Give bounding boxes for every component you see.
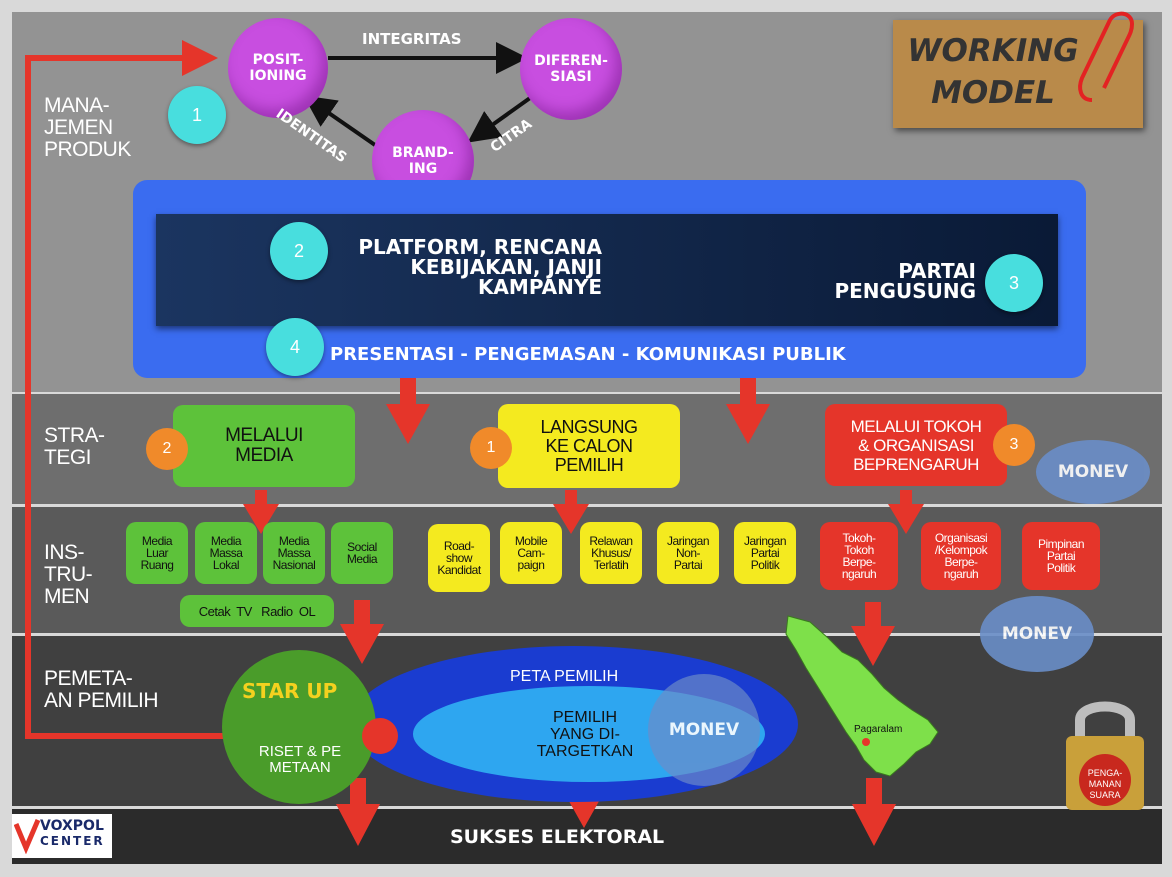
peta-pemilih-label: PETA PEMILIH <box>510 668 619 685</box>
instrumen-media-item-2: Media Massa Lokal <box>195 522 257 584</box>
presentasi-text: PRESENTASI - PENGEMASAN - KOMUNIKASI PUB… <box>330 344 846 365</box>
instrumen-langsung-item-5: Jaringan Partai Politik <box>734 522 796 584</box>
instrumen-tokoh-item-1: Tokoh- Tokoh Berpe- ngaruh <box>820 522 898 590</box>
strategi-langsung-number: 1 <box>470 427 512 469</box>
integritas-label: INTEGRITAS <box>362 30 462 48</box>
instrumen-langsung-item-4: Jaringan Non- Partai <box>657 522 719 584</box>
sukses-elektoral-label: SUKSES ELEKTORAL <box>450 826 665 848</box>
step-number-1: 1 <box>168 86 226 144</box>
diferensiasi-node: DIFEREN- SIASI <box>520 18 622 120</box>
strategi-tokoh-number: 3 <box>993 424 1035 466</box>
map-label: Pagaralam <box>854 724 903 735</box>
instrumen-langsung-item-1: Road- show Kandidat <box>428 524 490 592</box>
star-up-circle <box>222 650 376 804</box>
voxpol-logo-bottom: CENTER <box>40 834 105 848</box>
strategi-media-box: MELALUI MEDIA <box>173 405 355 487</box>
instrumen-media-item-1: Media Luar Ruang <box>126 522 188 584</box>
section-label-instrumen: INS- TRU- MEN <box>44 541 93 608</box>
instrumen-media-item-4: Social Media <box>331 522 393 584</box>
step-number-2: 2 <box>270 222 328 280</box>
strategi-langsung-box: LANGSUNG KE CALON PEMILIH <box>498 404 680 488</box>
pemilih-target-label: PEMILIH YANG DI- TARGETKAN <box>536 709 634 760</box>
working-model-title: WORKING MODEL <box>907 33 1079 111</box>
start-dot <box>362 718 398 754</box>
instrumen-langsung-item-2: Mobile Cam- paign <box>500 522 562 584</box>
instrumen-tokoh-item-3: Pimpinan Partai Politik <box>1022 522 1100 590</box>
positioning-node: POSIT- IONING <box>228 18 328 118</box>
star-up-label: STAR UP <box>242 679 338 703</box>
riset-label: RISET & PE METAAN <box>258 743 342 776</box>
instrumen-tokoh-item-2: Organisasi /Kelompok Berpe- ngaruh <box>921 522 1001 590</box>
sumatra-map-icon <box>785 615 939 777</box>
section-label-pemetaan: PEMETA- AN PEMILIH <box>44 667 159 712</box>
monev-pemetaan: MONEV <box>648 674 760 786</box>
section-label-produk: MANA- JEMEN PRODUK <box>44 94 131 161</box>
pengamanan-suara-label: PENGA- MANAN SUARA <box>1087 768 1123 800</box>
paperclip-icon <box>1078 11 1135 102</box>
monev-instrumen: MONEV <box>980 596 1094 672</box>
section-label-strategi: STRA- TEGI <box>44 424 105 469</box>
strategi-media-number: 2 <box>146 428 188 470</box>
instrumen-langsung-item-3: Relawan Khusus/ Terlatih <box>580 522 642 584</box>
voxpol-logo-mark-icon <box>14 819 40 854</box>
partai-pengusung-text: PARTAI PENGUSUNG <box>834 259 976 303</box>
instrumen-media-sub: Cetak TV Radio OL <box>180 595 334 627</box>
step-number-3: 3 <box>985 254 1043 312</box>
voxpol-logo-top: VOXPOL <box>40 818 104 834</box>
platform-text: PLATFORM, RENCANA KEBIJAKAN, JANJI KAMPA… <box>358 235 602 299</box>
instrumen-media-item-3: Media Massa Nasional <box>263 522 325 584</box>
strategi-tokoh-box: MELALUI TOKOH & ORGANISASI BEPRENGARUH <box>825 404 1007 486</box>
monev-strategi: MONEV <box>1036 440 1150 504</box>
lock-icon <box>1066 701 1144 810</box>
step-number-4: 4 <box>266 318 324 376</box>
